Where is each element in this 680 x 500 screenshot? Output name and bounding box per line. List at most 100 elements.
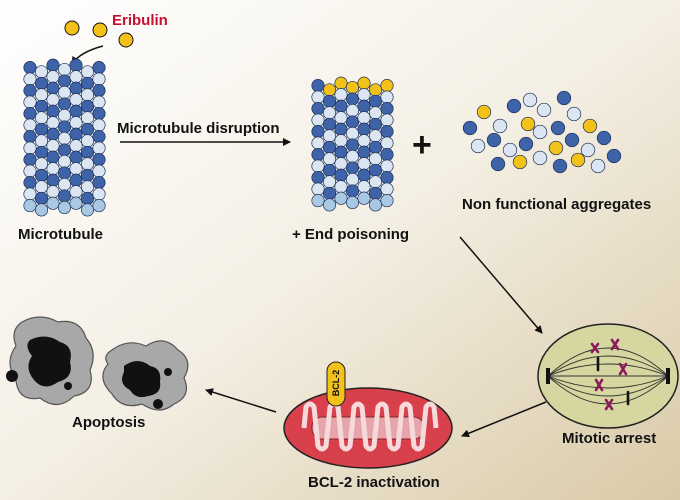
tubulin-subunit xyxy=(80,191,95,205)
tubulin-subunit xyxy=(57,85,72,100)
fragmented-nucleus xyxy=(27,336,71,387)
tubulin-subunit xyxy=(34,145,49,159)
tubulin-subunit xyxy=(357,111,371,125)
mitochondrion xyxy=(283,361,453,469)
tubulin-subunit xyxy=(69,185,83,199)
tubulin-subunit xyxy=(580,142,596,158)
tubulin-subunit xyxy=(345,115,360,129)
tubulin-subunit xyxy=(46,116,60,130)
tubulin-subunit xyxy=(532,124,548,140)
tubulin-subunit xyxy=(311,113,325,127)
tubulin-subunit xyxy=(550,120,566,136)
tubulin-subunit xyxy=(46,58,60,72)
tubulin-subunit xyxy=(380,171,394,185)
tubulin-subunit xyxy=(506,98,522,114)
tubulin-subunit xyxy=(92,153,106,167)
tubulin-subunit xyxy=(322,175,337,189)
tubulin-subunit xyxy=(69,196,83,210)
tubulin-subunit xyxy=(46,185,60,199)
bcl2-protein xyxy=(326,361,346,407)
tubulin-subunit xyxy=(80,122,95,136)
tubulin-subunit xyxy=(57,131,72,146)
tubulin-subunit xyxy=(368,152,383,166)
eribulin-bound-subunit xyxy=(380,79,394,93)
tubulin-subunit xyxy=(311,159,325,173)
tubulin-subunit xyxy=(490,156,506,172)
tubulin-subunit xyxy=(470,138,486,154)
tubulin-subunit xyxy=(311,194,325,208)
tubulin-subunit xyxy=(311,79,325,93)
tubulin-subunit xyxy=(357,191,371,205)
tubulin-subunit xyxy=(345,103,360,118)
tubulin-subunit xyxy=(34,99,49,113)
tubulin-subunit xyxy=(368,94,383,108)
apoptotic-body xyxy=(164,368,172,376)
tubulin-subunit xyxy=(311,182,325,196)
tubulin-subunit xyxy=(57,143,72,157)
microtubule-cylinder xyxy=(23,58,106,217)
aggregates-label: Non functional aggregates xyxy=(462,196,652,213)
tubulin-subunit xyxy=(311,148,325,162)
tubulin-subunit xyxy=(334,168,348,182)
tubulin-subunit xyxy=(552,158,568,174)
tubulin-subunit xyxy=(69,127,83,141)
tubulin-subunit xyxy=(46,196,60,210)
tubulin-subunit xyxy=(57,108,72,123)
to-bcl2-arrow xyxy=(461,401,547,438)
tubulin-subunit xyxy=(518,136,534,152)
tubulin-subunit xyxy=(23,107,37,121)
tubulin-subunit xyxy=(57,62,72,77)
tubulin-subunit xyxy=(46,139,60,153)
tubulin-subunit xyxy=(80,65,95,79)
apoptosis-label: Apoptosis xyxy=(72,414,146,431)
tubulin-subunit xyxy=(334,191,348,205)
tubulin-subunit xyxy=(368,129,383,143)
tubulin-subunit xyxy=(368,175,383,189)
tubulin-subunit xyxy=(357,157,371,171)
tubulin-subunit xyxy=(23,164,37,178)
eribulin-label: Eribulin xyxy=(112,12,168,29)
tubulin-subunit xyxy=(522,92,538,108)
tubulin-subunit xyxy=(311,102,325,116)
eribulin-bound-subunit xyxy=(368,83,383,97)
tubulin-subunit xyxy=(57,200,72,215)
tubulin-subunit xyxy=(345,126,360,141)
tubulin-subunit xyxy=(536,102,552,118)
eribulin-bound-subunit xyxy=(520,116,536,132)
spindle-pole-right xyxy=(666,368,670,384)
tubulin-subunit xyxy=(368,163,383,177)
tubulin-subunit xyxy=(69,116,83,130)
tubulin-subunit xyxy=(80,99,95,113)
tubulin-subunit xyxy=(334,145,348,159)
tubulin-subunit xyxy=(80,180,95,194)
tubulin-subunit xyxy=(357,145,371,159)
spindle-pole-left xyxy=(546,368,550,384)
tubulin-subunit xyxy=(334,122,348,136)
chromosomes xyxy=(590,338,630,411)
tubulin-subunit xyxy=(69,150,83,164)
tubulin-subunit xyxy=(345,161,360,175)
tubulin-subunit xyxy=(322,152,337,166)
apoptotic-body xyxy=(64,382,72,390)
tubulin-subunit xyxy=(92,187,106,201)
tubulin-subunit xyxy=(334,88,348,102)
tubulin-subunit xyxy=(57,166,72,180)
eribulin-bound-subunit xyxy=(512,154,528,170)
tubulin-subunit xyxy=(380,113,394,127)
microtubule-label: Microtubule xyxy=(18,226,103,243)
tubulin-subunit xyxy=(334,157,348,171)
tubulin-subunit xyxy=(345,195,360,210)
tubulin-subunit xyxy=(92,107,106,121)
tubulin-subunit xyxy=(566,106,582,122)
tubulin-subunit xyxy=(380,148,394,162)
tubulin-subunit xyxy=(46,127,60,141)
tubulin-subunit xyxy=(92,61,106,75)
tubulin-subunit xyxy=(357,88,371,102)
eribulin-bound-subunit xyxy=(548,140,564,156)
tubulin-subunit xyxy=(80,145,95,159)
eribulin-bound-subunit xyxy=(570,152,586,168)
tubulin-subunit xyxy=(57,177,72,192)
tubulin-subunit xyxy=(23,118,37,132)
tubulin-subunit xyxy=(311,171,325,185)
tubulin-subunit xyxy=(322,140,337,154)
